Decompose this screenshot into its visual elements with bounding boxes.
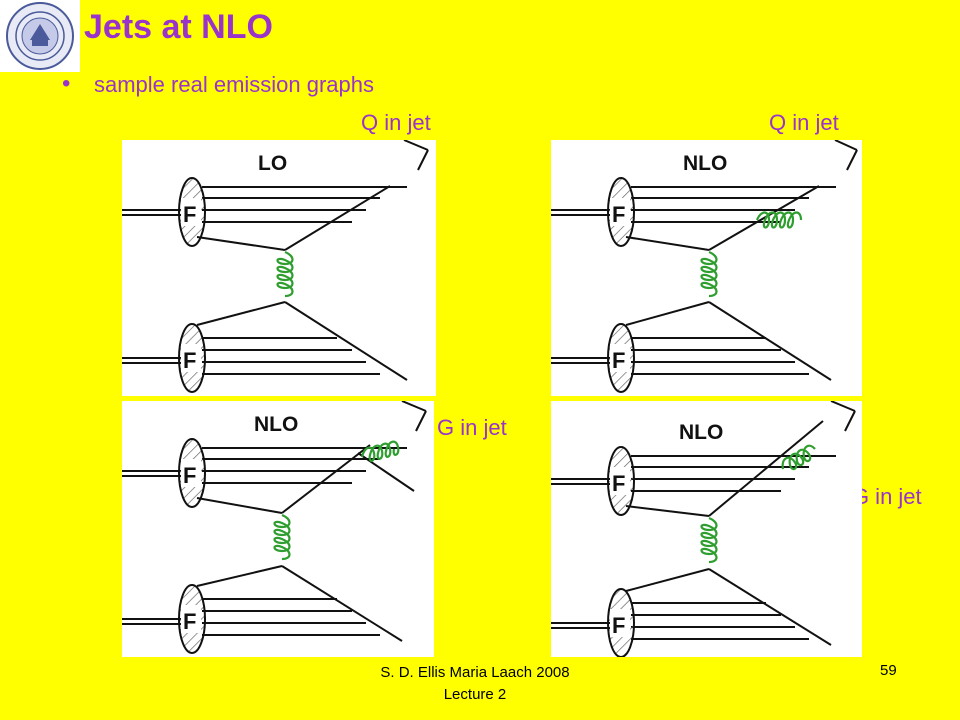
- emitted-gluon-line: [781, 444, 816, 471]
- form-factor-label: F: [612, 471, 625, 496]
- form-factor-label: F: [612, 202, 625, 227]
- diagram-tag: LO: [258, 152, 287, 175]
- university-seal-logo: [0, 0, 80, 72]
- feynman-diagram-nlo-qg: NLO F F: [551, 401, 862, 657]
- slide-footer: S. D. Ellis Maria Laach 2008 Lecture 2: [330, 662, 620, 706]
- label-q-in-jet-left: Q in jet: [361, 110, 431, 135]
- form-factor-label: F: [183, 609, 196, 634]
- form-factor-label: F: [183, 463, 196, 488]
- gluon-line: [700, 516, 718, 564]
- feynman-diagram-nlo-g: NLO F F: [122, 401, 434, 657]
- gluon-line: [276, 250, 294, 298]
- emitted-gluon-line: [360, 440, 400, 462]
- seal-icon: [6, 2, 74, 70]
- label-g-in-jet: G in jet: [437, 415, 507, 440]
- emitted-gluon-line: [755, 211, 803, 229]
- footer-author: S. D. Ellis Maria Laach 2008: [380, 664, 570, 681]
- slide-title: Jets at NLO: [84, 8, 273, 46]
- diagram-tag: NLO: [679, 421, 723, 444]
- gluon-line: [273, 513, 291, 561]
- bullet-marker: •: [62, 70, 71, 97]
- form-factor-label: F: [183, 348, 196, 373]
- diagram-tag: NLO: [683, 152, 727, 175]
- label-q-in-jet-right: Q in jet: [769, 110, 839, 135]
- form-factor-label: F: [612, 613, 625, 638]
- form-factor-label: F: [612, 348, 625, 373]
- bullet-text: sample real emission graphs: [94, 72, 375, 97]
- diagram-tag: NLO: [254, 413, 298, 436]
- feynman-diagram-nlo-q: NLO F F: [551, 140, 862, 396]
- feynman-diagram-lo: LO F F: [122, 140, 436, 396]
- page-number: 59: [880, 662, 897, 679]
- footer-lecture: Lecture 2: [443, 686, 507, 703]
- form-factor-label: F: [183, 202, 196, 227]
- gluon-line: [700, 250, 718, 298]
